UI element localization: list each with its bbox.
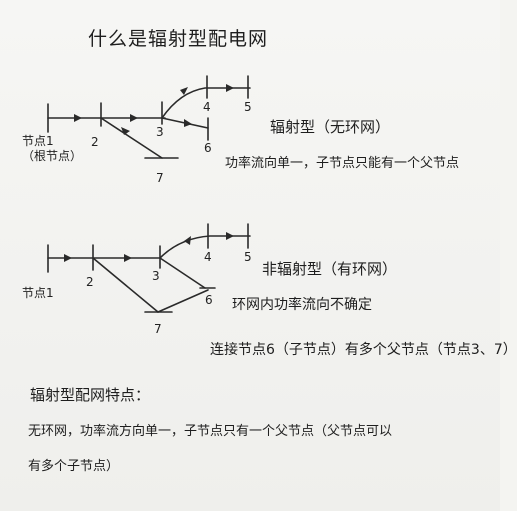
- paper-background: [0, 0, 500, 511]
- d1-description: 功率流向单一，子节点只能有一个父节点: [225, 156, 460, 171]
- d2-node-7-label: 7: [154, 322, 162, 336]
- d1-arrow-4: [180, 87, 188, 95]
- d2-branch-7-6: [157, 289, 209, 313]
- d1-arrow-6: [184, 119, 192, 127]
- d1-arrow-3: [121, 127, 130, 135]
- d1-source-label-line1: 节点1: [22, 134, 54, 148]
- d1-arrow-2: [130, 114, 138, 122]
- d1-node-5-label: 5: [244, 100, 252, 114]
- d2-type-label: 非辐射型（有环网）: [262, 260, 398, 278]
- d1-arrow-5: [226, 84, 234, 92]
- d1-arrow-1: [74, 114, 82, 122]
- radial-network-diagram: [47, 75, 251, 313]
- d1-source-label-line2: （根节点）: [22, 149, 83, 163]
- d2-description-line2: 连接节点6（子节点）有多个父节点（节点3、7）: [210, 342, 517, 358]
- d1-node-7-label: 7: [156, 171, 164, 185]
- page-title: 什么是辐射型配电网: [88, 28, 269, 50]
- d2-branch-3-6: [159, 257, 206, 289]
- d2-node-3-label: 3: [152, 269, 160, 283]
- d1-branch-3-4: [161, 87, 251, 119]
- d1-type-label: 辐射型（无环网）: [270, 118, 391, 136]
- d2-description-line1: 环网内功率流向不确定: [232, 297, 372, 313]
- d2-arrow-4: [226, 232, 234, 240]
- d2-node-5-label: 5: [244, 250, 252, 264]
- d1-node-3-label: 3: [156, 125, 164, 139]
- features-title: 辐射型配网特点：: [30, 386, 151, 404]
- d1-node-4-label: 4: [203, 100, 211, 114]
- d2-node-2-label: 2: [86, 275, 94, 289]
- d1-node-6-label: 6: [204, 141, 212, 155]
- features-line1: 无环网，功率流方向单一，子节点只有一个父节点（父节点可以: [28, 424, 393, 439]
- d2-arrow-1: [64, 254, 72, 262]
- d1-node-2-label: 2: [91, 135, 99, 149]
- d2-node-4-label: 4: [204, 250, 212, 264]
- d2-arrow-2: [124, 254, 132, 262]
- d2-node-6-label: 6: [205, 293, 213, 307]
- d2-source-label: 节点1: [22, 286, 54, 300]
- d2-branch-2-7: [92, 257, 159, 313]
- features-line2: 有多个子节点）: [28, 459, 120, 474]
- d2-arrow-3: [184, 236, 191, 245]
- d1-source-label: 节点1 （根节点）: [22, 134, 82, 164]
- d1-branch-2-7: [100, 117, 163, 159]
